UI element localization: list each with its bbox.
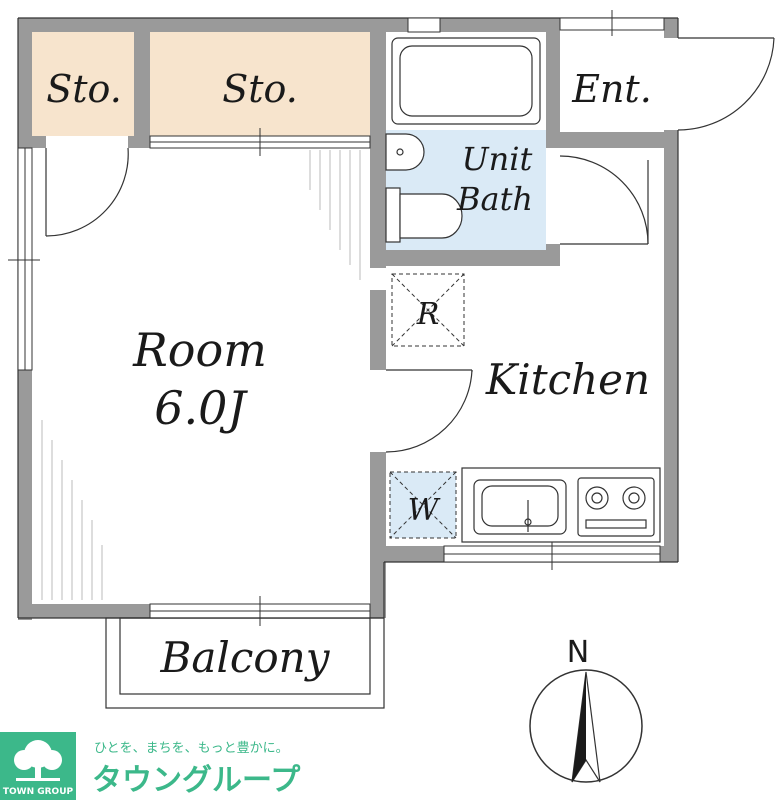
tree-icon bbox=[14, 740, 62, 781]
room-hatching bbox=[41, 150, 361, 600]
balcony bbox=[105, 617, 385, 709]
storage-1-label: Sto. bbox=[46, 67, 122, 111]
logo-name: タウングループ bbox=[92, 763, 301, 798]
doors bbox=[45, 37, 775, 453]
windows bbox=[8, 10, 665, 626]
north-label: N bbox=[567, 635, 589, 670]
sink-icon bbox=[385, 133, 425, 171]
unit-bath-label-line1: Unit bbox=[462, 140, 533, 178]
room-label-line2: 6.0J bbox=[154, 381, 248, 435]
storage-2-area bbox=[150, 32, 370, 136]
walls bbox=[18, 18, 678, 620]
washer-label: W bbox=[408, 493, 441, 528]
fridge-space bbox=[391, 273, 465, 347]
town-group-logo: TOWN GROUP ひとを、まちを、もっと豊かに。 タウングループ bbox=[0, 732, 301, 800]
kitchen-label: Kitchen bbox=[485, 355, 650, 404]
storage-1-area bbox=[30, 32, 134, 136]
entrance-label: Ent. bbox=[571, 67, 652, 111]
compass: N bbox=[529, 635, 643, 783]
logo-tagline: ひとを、まちを、もっと豊かに。 bbox=[94, 741, 289, 756]
gas-stove-icon bbox=[577, 477, 655, 537]
kitchen-sink-icon bbox=[473, 479, 567, 535]
fridge-label: R bbox=[416, 297, 440, 332]
toilet-icon bbox=[385, 187, 463, 243]
storage-2-label: Sto. bbox=[222, 67, 298, 111]
bathtub bbox=[391, 37, 541, 125]
room-label-line1: Room bbox=[132, 323, 267, 377]
washer-space bbox=[389, 471, 457, 539]
balcony-label: Balcony bbox=[160, 633, 331, 682]
unit-bath-label-line2: Bath bbox=[456, 180, 533, 218]
logo-mark-text: TOWN GROUP bbox=[3, 787, 74, 797]
